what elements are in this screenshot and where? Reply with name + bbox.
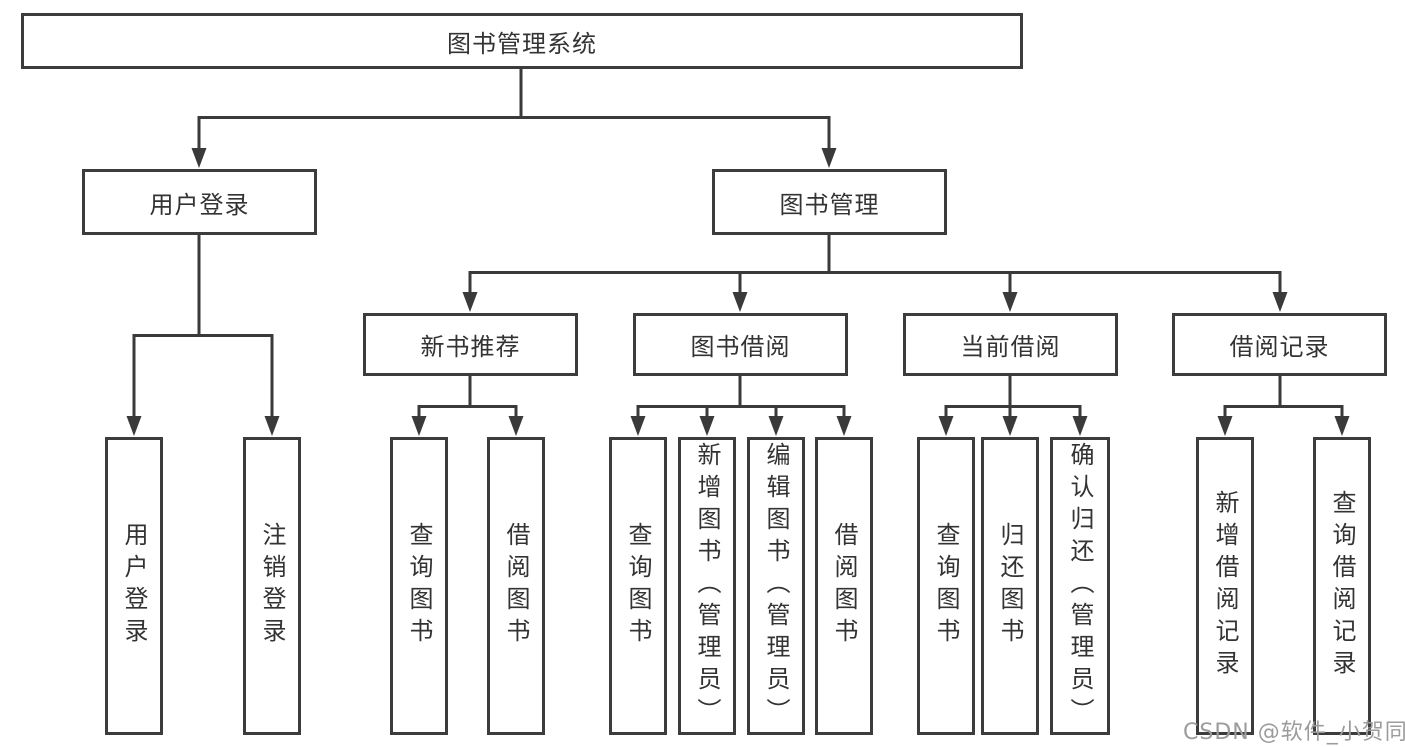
leaf-bb-borrow-books: 借阅图书 — [815, 437, 873, 735]
watermark-text: CSDN @软件_小贺同学 — [1183, 720, 1405, 745]
leaf-cb-confirm-return-admin: 确认归还（管理员） — [1050, 437, 1110, 735]
node-book-borrowing: 图书借阅 — [633, 313, 848, 376]
leaf-nbr-borrow-books: 借阅图书 — [487, 437, 545, 735]
leaf-nbr-query-books: 查询图书 — [390, 437, 448, 735]
leaf-bb-add-books-admin: 新增图书（管理员） — [678, 437, 736, 735]
node-new-book-recommend: 新书推荐 — [363, 313, 578, 376]
node-user-login: 用户登录 — [82, 169, 317, 235]
node-borrowing-records: 借阅记录 — [1172, 313, 1387, 376]
leaf-br-query-borrow-record: 查询借阅记录 — [1313, 437, 1371, 735]
leaf-bb-query-books: 查询图书 — [609, 437, 667, 735]
leaf-br-add-borrow-record: 新增借阅记录 — [1196, 437, 1254, 735]
leaf-bb-edit-books-admin: 编辑图书（管理员） — [747, 437, 805, 735]
node-library-system: 图书管理系统 — [21, 13, 1023, 69]
leaf-cb-return-books: 归还图书 — [981, 437, 1039, 735]
node-book-management: 图书管理 — [712, 169, 947, 235]
node-current-borrowing: 当前借阅 — [903, 313, 1118, 376]
leaf-cb-query-books: 查询图书 — [917, 437, 975, 735]
leaf-user-login: 用户登录 — [105, 437, 163, 735]
leaf-logout-login: 注销登录 — [243, 437, 301, 735]
